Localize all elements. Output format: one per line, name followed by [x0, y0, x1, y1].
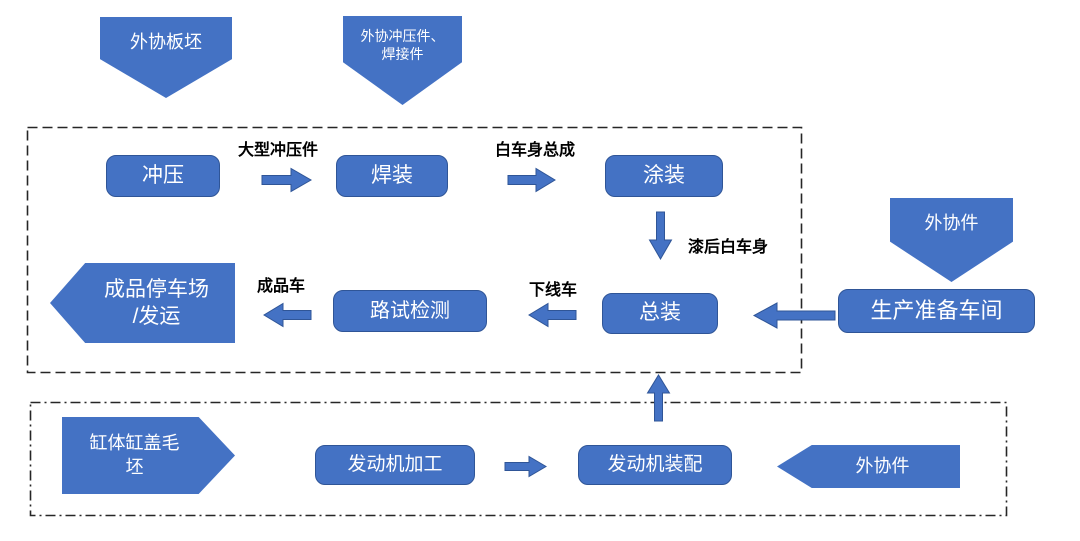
- external-input-cylinder-blanks-label: 缸体缸盖毛 坯: [89, 433, 180, 477]
- process-box-painting-label: 涂装: [643, 163, 685, 187]
- process-box-production-prep: 生产准备车间: [838, 289, 1035, 333]
- arrow-right-welding-to-painting-icon: [507, 167, 556, 193]
- process-box-final-assembly-label: 总装: [639, 301, 681, 325]
- flow-label-body-in-white: 白车身总成: [494, 142, 575, 159]
- terminal-finished-parking: 成品停车场 /发运: [50, 263, 235, 343]
- terminal-finished-parking-label: 成品停车场 /发运: [104, 277, 209, 328]
- arrow-left-assembly-to-roadtest-icon: [528, 302, 577, 328]
- process-box-stamping-label: 冲压: [142, 163, 184, 187]
- process-box-production-prep-label: 生产准备车间: [870, 298, 1003, 324]
- process-box-engine-machining-label: 发动机加工: [347, 454, 443, 476]
- process-box-welding: 焊装: [336, 155, 448, 197]
- arrow-left-prep-to-assembly-icon: [752, 302, 836, 329]
- process-box-welding-label: 焊装: [371, 163, 413, 187]
- external-input-slab-label: 外协板坯: [130, 32, 202, 52]
- arrow-right-machining-to-engineassembly-icon: [504, 455, 547, 478]
- process-box-stamping: 冲压: [106, 155, 220, 197]
- external-input-outsourced-parts-bottom: 外协件: [777, 445, 960, 488]
- external-input-stamp-weld-parts-label: 外协冲压件、 焊接件: [360, 28, 445, 63]
- flow-label-large-stampings: 大型冲压件: [237, 142, 318, 159]
- process-box-road-test: 路试检测: [333, 290, 487, 332]
- arrow-up-engine-to-final-assembly-icon: [646, 374, 671, 422]
- process-box-engine-assembly-label: 发动机装配: [607, 454, 703, 476]
- arrow-down-painting-to-assembly-icon: [648, 211, 673, 260]
- external-input-outsourced-parts-top-label: 外协件: [924, 213, 979, 233]
- arrow-left-roadtest-to-parking-icon: [263, 302, 312, 328]
- external-input-cylinder-blanks: 缸体缸盖毛 坯: [62, 417, 235, 494]
- process-box-engine-assembly: 发动机装配: [578, 445, 732, 485]
- engine-plant-frame: [29, 401, 1008, 517]
- external-input-outsourced-parts-bottom-label: 外协件: [855, 455, 910, 476]
- arrow-right-stamping-to-welding-icon: [261, 167, 313, 193]
- flow-label-painted-body: 漆后白车身: [688, 239, 769, 256]
- flow-label-finished-vehicle: 成品车: [256, 278, 305, 295]
- process-box-painting: 涂装: [605, 155, 723, 197]
- process-box-engine-machining: 发动机加工: [315, 445, 475, 485]
- process-box-road-test-label: 路试检测: [370, 299, 450, 322]
- process-box-final-assembly: 总装: [602, 293, 718, 334]
- flow-label-offline-vehicle: 下线车: [528, 282, 577, 299]
